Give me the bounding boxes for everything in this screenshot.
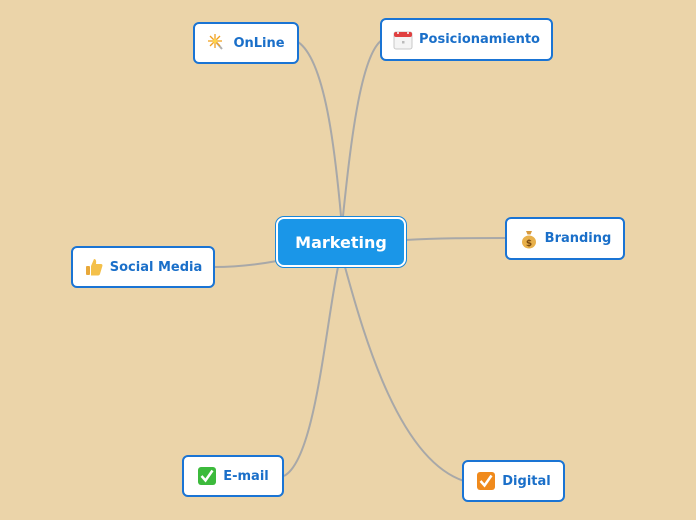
link-email: [283, 266, 339, 477]
topic-email[interactable]: E-mail: [182, 455, 284, 497]
topic-online[interactable]: OnLine: [193, 22, 299, 64]
topic-digital-label: Digital: [502, 473, 551, 489]
link-branding: [404, 237, 508, 241]
money-bag-icon: $: [519, 229, 539, 249]
topic-posicionamiento-label: Posicionamiento: [419, 32, 540, 47]
thumbs-up-icon: [84, 257, 104, 277]
check-box-orange-icon: [476, 471, 496, 491]
central-topic-label: Marketing: [295, 232, 387, 252]
svg-text:$: $: [526, 239, 532, 249]
topic-digital[interactable]: Digital: [462, 460, 565, 502]
sparkler-icon: [207, 33, 227, 53]
link-digital: [344, 266, 465, 482]
topic-online-label: OnLine: [233, 35, 285, 51]
topic-branding[interactable]: $ Branding: [505, 217, 625, 260]
link-social-media: [213, 260, 278, 268]
topic-email-label: E-mail: [223, 468, 269, 484]
link-online: [297, 41, 342, 217]
topic-posicionamiento[interactable]: Posicionamiento: [380, 18, 553, 61]
link-posicionamiento: [342, 39, 383, 217]
topic-social-media[interactable]: Social Media: [71, 246, 215, 288]
calendar-icon: [393, 30, 413, 50]
topic-branding-label: Branding: [544, 231, 612, 246]
central-topic[interactable]: Marketing: [276, 217, 406, 267]
check-box-green-icon: [197, 466, 217, 486]
topic-social-media-label: Social Media: [109, 259, 203, 275]
